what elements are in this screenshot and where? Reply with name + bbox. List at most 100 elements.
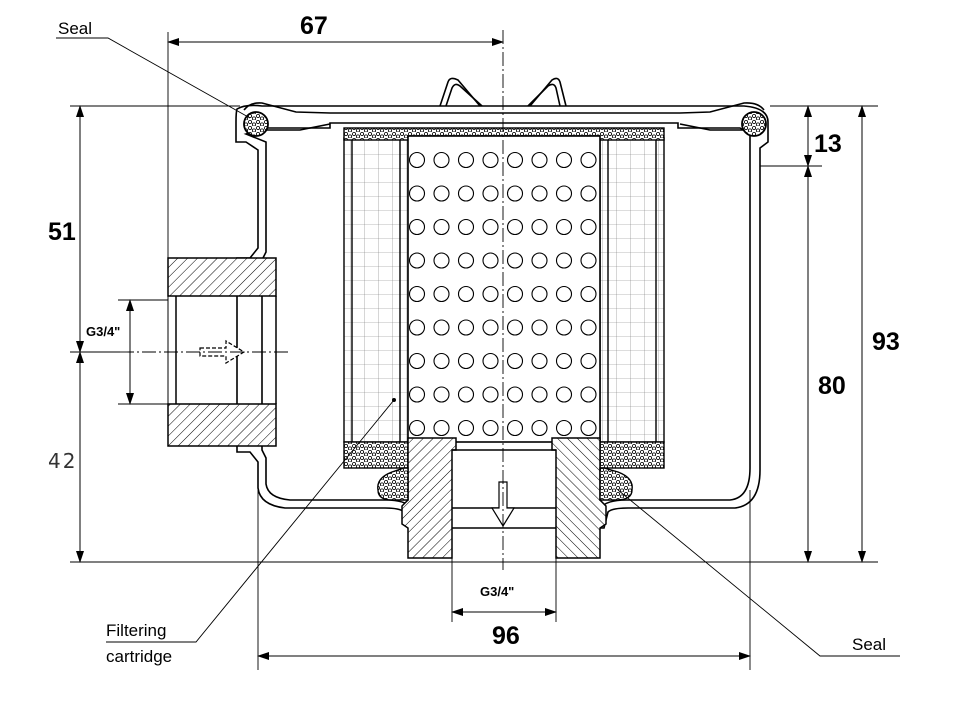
- leader-cartridge: [106, 399, 395, 643]
- dim-text-42: 42: [48, 449, 77, 473]
- dim-text-80: 80: [818, 372, 846, 400]
- perforation-hole: [457, 218, 475, 236]
- perforation-hole: [531, 185, 548, 202]
- perforation-hole: [433, 185, 450, 202]
- outlet-fitting: [401, 437, 607, 559]
- perforation-hole: [408, 285, 426, 303]
- label-cartridge-line1: Filtering: [106, 621, 166, 640]
- perforation-hole: [457, 252, 475, 269]
- perforation-hole: [482, 386, 499, 403]
- perforation-hole: [555, 151, 573, 169]
- perforation-hole: [555, 319, 573, 336]
- perforation-hole: [580, 352, 597, 370]
- perforation-hole: [531, 252, 548, 269]
- perforation-hole: [482, 352, 499, 370]
- leader-lines: [56, 37, 900, 657]
- perforation-hole: [408, 151, 426, 169]
- handle: [439, 77, 567, 107]
- perforation-hole: [506, 185, 524, 202]
- perforation-hole: [433, 419, 450, 437]
- perforation-hole: [433, 386, 450, 403]
- perforation-hole: [531, 419, 548, 437]
- center-lines: [120, 30, 504, 570]
- dim-text-51: 51: [48, 218, 76, 246]
- perforation-hole: [457, 419, 475, 437]
- perforation-hole: [433, 352, 450, 370]
- perforation-hole: [408, 419, 426, 437]
- top-seal-right: [741, 111, 767, 137]
- perforation-hole: [531, 218, 548, 236]
- perforation-hole: [580, 419, 597, 437]
- perforation-hole: [555, 218, 573, 236]
- perforation-hole: [408, 252, 426, 269]
- perforation-hole: [506, 218, 524, 236]
- perforation-hole: [555, 386, 573, 403]
- bottom-seal-left: [377, 467, 409, 501]
- perforated-tube: [407, 135, 601, 443]
- dim-text-93: 93: [872, 328, 900, 356]
- perforation-hole: [580, 218, 597, 236]
- cartridge-leader-dot: [392, 398, 396, 402]
- perforation-hole: [482, 218, 499, 236]
- perforation-hole: [408, 185, 426, 202]
- perforation-hole: [531, 352, 548, 370]
- dimension-lines: [76, 38, 866, 660]
- dim-text-outlet-thread: G3/4": [480, 584, 514, 599]
- perforation-hole: [506, 419, 524, 437]
- cartridge-mesh-right: [599, 137, 665, 443]
- perforation-hole: [482, 151, 499, 169]
- perforation-hole: [555, 185, 573, 202]
- perforation-hole: [408, 319, 426, 336]
- perforation-hole: [506, 319, 524, 336]
- perforation-hole: [580, 252, 597, 269]
- perforation-hole: [555, 419, 573, 437]
- perforation-hole: [531, 151, 548, 169]
- perforation-hole: [555, 352, 573, 370]
- perforation-hole: [482, 252, 499, 269]
- perforation-hole: [580, 285, 597, 303]
- perforation-hole: [506, 285, 524, 303]
- perforation-hole: [433, 218, 450, 236]
- perforation-hole: [482, 319, 499, 336]
- perforation-hole: [433, 252, 450, 269]
- perforation-hole: [531, 386, 548, 403]
- perforation-hole: [555, 252, 573, 269]
- perforation-hole: [580, 185, 597, 202]
- dim-text-96: 96: [492, 622, 520, 650]
- perforation-hole: [457, 352, 475, 370]
- dim-text-13: 13: [814, 130, 842, 158]
- perforation-hole: [433, 319, 450, 336]
- perforation-hole: [457, 386, 475, 403]
- perforation-hole: [506, 252, 524, 269]
- top-seal-left: [243, 111, 269, 137]
- perforation-hole: [433, 285, 450, 303]
- dim-text-inlet-thread: G3/4": [86, 324, 120, 339]
- perforation-hole: [457, 285, 475, 303]
- perforation-hole: [482, 285, 499, 303]
- perforation-hole: [457, 185, 475, 202]
- perforation-hole: [506, 352, 524, 370]
- perforation-hole: [506, 386, 524, 403]
- bottom-seal-right: [599, 467, 633, 501]
- perforation-hole: [555, 285, 573, 303]
- lid: [243, 102, 765, 131]
- perforation-hole: [506, 151, 524, 169]
- perforation-hole: [531, 319, 548, 336]
- perforation-hole: [482, 419, 499, 437]
- cartridge-mesh-left: [343, 137, 409, 443]
- perforation-hole: [531, 285, 548, 303]
- dim-text-67: 67: [300, 12, 328, 40]
- perforation-hole: [408, 218, 426, 236]
- perforation-hole: [580, 151, 597, 169]
- perforation-hole: [457, 319, 475, 336]
- perforation-hole: [408, 352, 426, 370]
- leader-seal-top: [56, 37, 251, 119]
- perforation-hole: [482, 185, 499, 202]
- perforation-hole: [433, 151, 450, 169]
- perforation-hole: [580, 386, 597, 403]
- perforation-hole: [457, 151, 475, 169]
- perforation-hole: [408, 386, 426, 403]
- perforation-hole: [580, 319, 597, 336]
- label-seal-top: Seal: [58, 19, 92, 38]
